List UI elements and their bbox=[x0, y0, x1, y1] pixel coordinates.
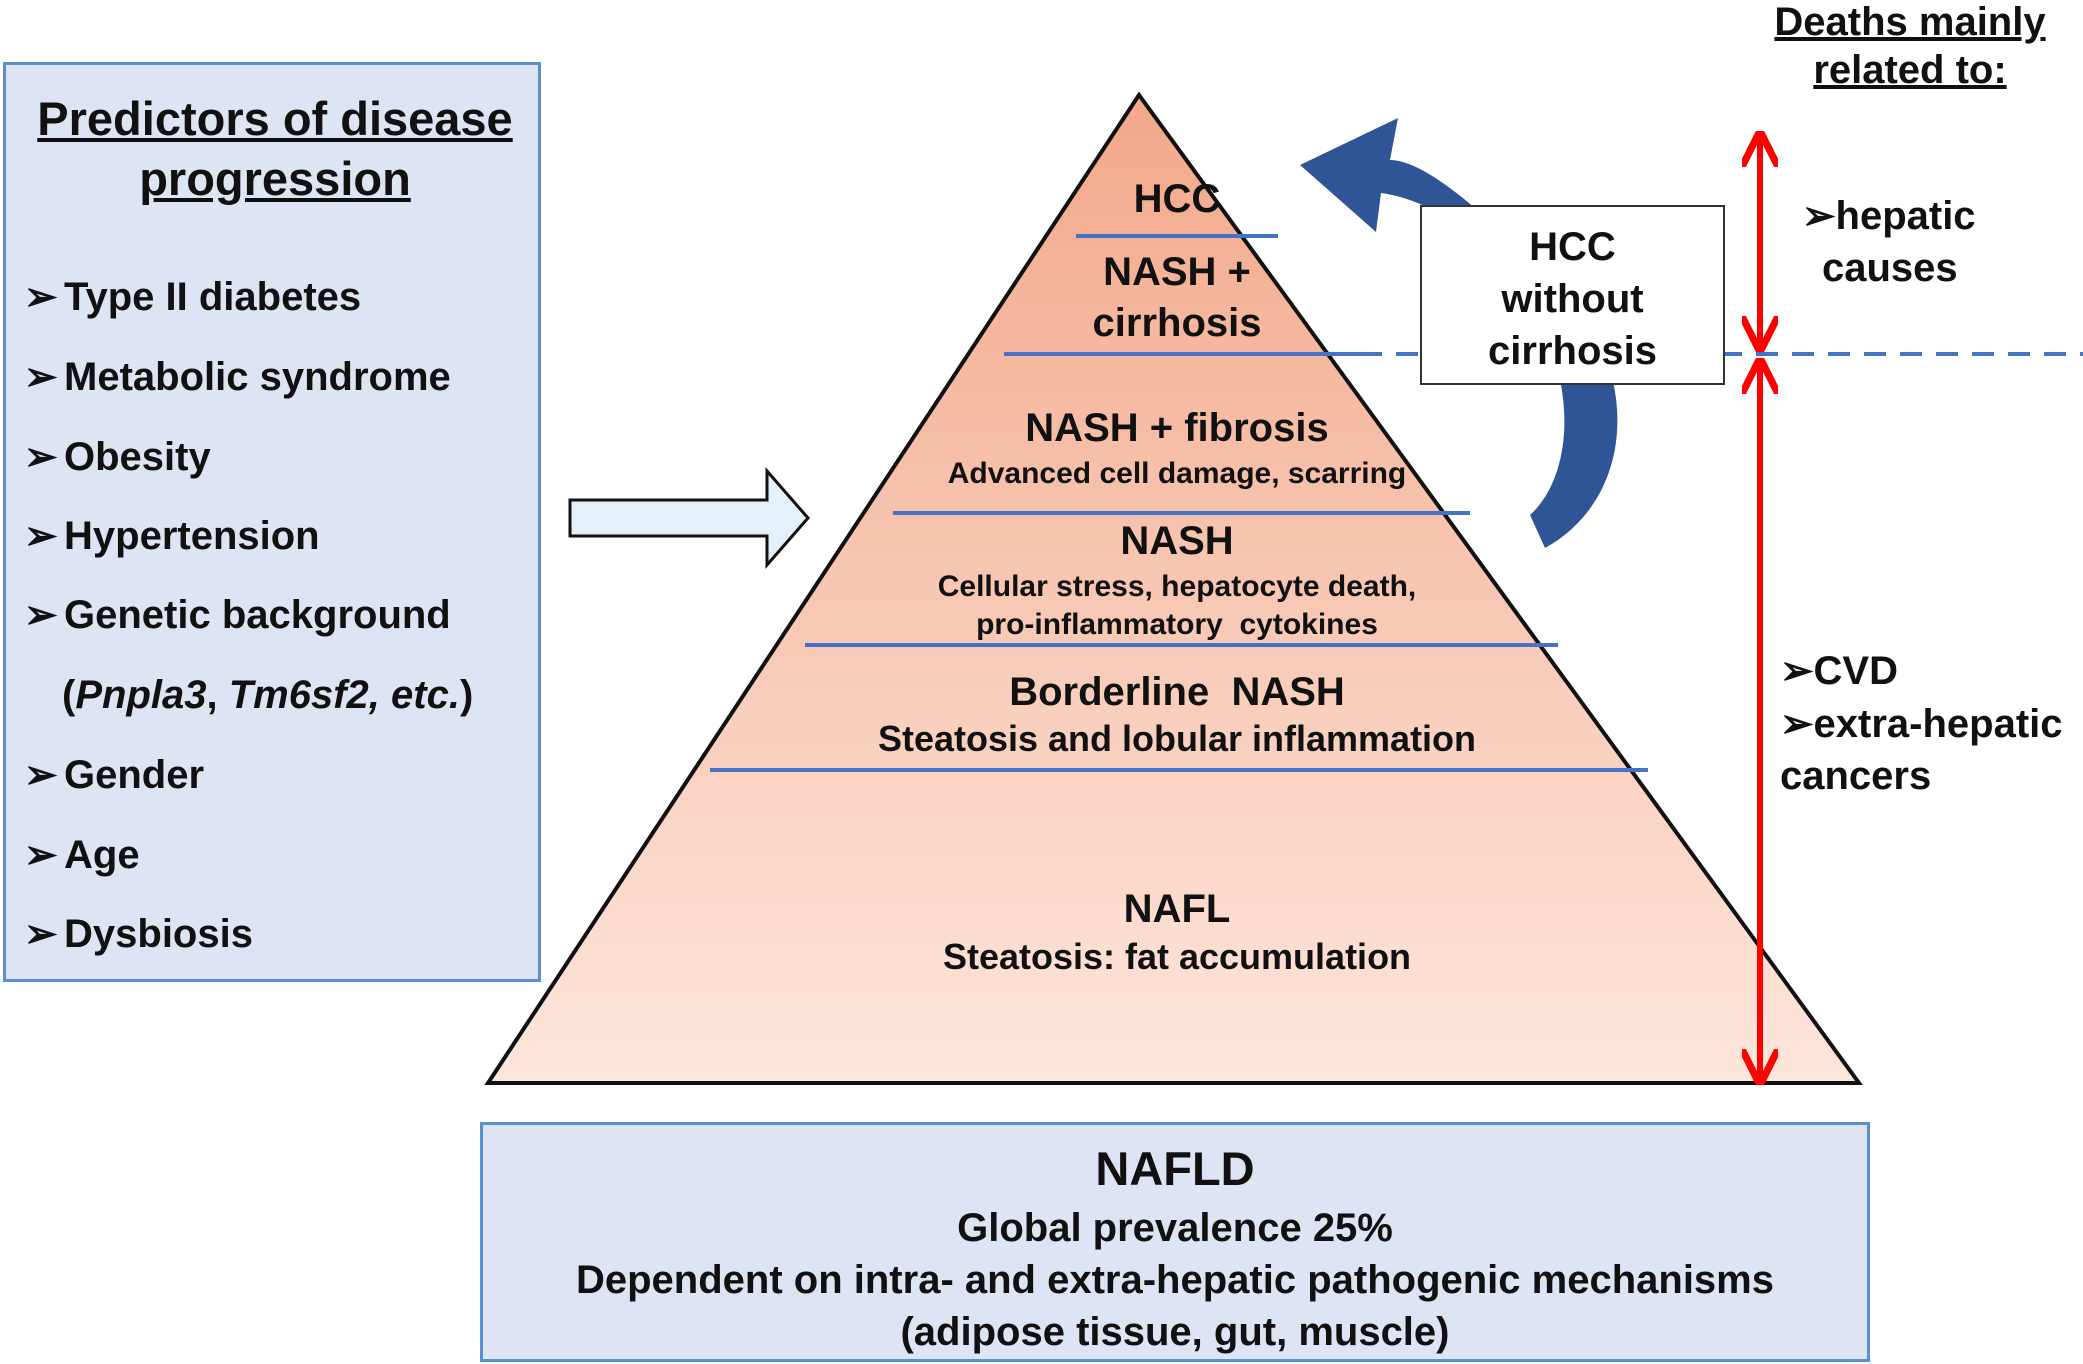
level-nash-cirrhosis-title: NASH + bbox=[1103, 250, 1251, 294]
gene-pnpla3: Pnpla3 bbox=[75, 673, 207, 717]
predictor-item: ➢Metabolic syndrome bbox=[24, 353, 451, 401]
arrow-bullet-icon: ➢ bbox=[24, 593, 58, 637]
predictors-title-line1: Predictors of disease bbox=[37, 92, 513, 145]
predictor-label: Type II diabetes bbox=[64, 275, 362, 319]
predictor-item: ➢Age bbox=[24, 831, 140, 879]
level-nash-title: NASH bbox=[1120, 519, 1233, 563]
arrow-bullet-icon: ➢ bbox=[24, 912, 58, 956]
nafld-mechanisms: Dependent on intra- and extra-hepatic pa… bbox=[575, 1258, 1774, 1302]
predictors-title-line2: progression bbox=[139, 152, 411, 205]
nafld-panel: NAFLD Global prevalence 25% Dependent on… bbox=[480, 1122, 1870, 1362]
level-borderline-nash-subtitle: Steatosis and lobular inflammation bbox=[878, 718, 1476, 759]
arrow-bullet-icon: ➢ bbox=[24, 435, 58, 479]
predictor-item: ➢Hypertension bbox=[24, 512, 320, 560]
level-nash-subtitle: Cellular stress, hepatocyte death, bbox=[938, 570, 1417, 603]
predictor-label: Hypertension bbox=[64, 514, 320, 558]
arrow-bullet-icon: ➢ bbox=[24, 833, 58, 877]
deaths-title-line2: related to: bbox=[1813, 48, 2007, 92]
predictor-item: ➢Genetic background bbox=[24, 591, 451, 639]
level-nash-fibrosis-title: NASH + fibrosis bbox=[1025, 406, 1328, 450]
genetic-genes-note: (Pnpla3, Tm6sf2, etc.) bbox=[62, 673, 474, 717]
deaths-title-line1: Deaths mainly bbox=[1774, 0, 2046, 44]
gene-tm6sf2: Tm6sf2, etc. bbox=[228, 673, 460, 717]
nafld-pyramid bbox=[484, 91, 1863, 1085]
predictor-label: Obesity bbox=[64, 435, 211, 479]
hcc-nocirr-line1: HCC bbox=[1529, 225, 1616, 269]
hcc-nocirr-line3: cirrhosis bbox=[1488, 329, 1657, 373]
level-nash-cirrhosis-subtitle: cirrhosis bbox=[1093, 301, 1262, 345]
predictor-label: Age bbox=[64, 833, 140, 877]
hepatic-causes-label-line2: causes bbox=[1822, 246, 1958, 290]
nafld-prevalence: Global prevalence 25% bbox=[957, 1206, 1393, 1250]
hcc-nocirr-line2: without bbox=[1501, 277, 1644, 321]
cvd-label: ➢CVD bbox=[1780, 649, 1898, 693]
predictors-panel: Predictors of disease progression ➢Type … bbox=[3, 62, 541, 982]
deaths-title: Deaths mainly related to: bbox=[1740, 0, 2080, 94]
extra-hepatic-label-line1: ➢extra-hepatic bbox=[1780, 702, 2063, 746]
level-nafl-subtitle: Steatosis: fat accumulation bbox=[943, 936, 1411, 977]
hepatic-causes-label-line1: ➢hepatic bbox=[1802, 194, 1976, 238]
predictor-item: ➢Gender bbox=[24, 751, 204, 799]
arrow-bullet-icon: ➢ bbox=[24, 753, 58, 797]
predictor-label: Genetic background bbox=[64, 593, 451, 637]
hcc-without-cirrhosis-box: HCC without cirrhosis bbox=[1420, 205, 1725, 385]
predictor-label: Metabolic syndrome bbox=[64, 355, 451, 399]
arrow-bullet-icon: ➢ bbox=[24, 514, 58, 558]
predictor-item: ➢Type II diabetes bbox=[24, 273, 361, 321]
nafld-tissues: (adipose tissue, gut, muscle) bbox=[900, 1310, 1450, 1354]
right-arrow-icon bbox=[568, 466, 810, 570]
arrow-bullet-icon: ➢ bbox=[24, 275, 58, 319]
predictor-label: Dysbiosis bbox=[64, 912, 253, 956]
level-borderline-nash-title: Borderline NASH bbox=[1009, 670, 1345, 714]
arrow-bullet-icon: ➢ bbox=[24, 355, 58, 399]
level-hcc-title: HCC bbox=[1134, 177, 1221, 221]
extra-hepatic-label-line2: cancers bbox=[1780, 754, 1932, 798]
predictor-item: ➢Obesity bbox=[24, 433, 211, 481]
level-nash-fibrosis-subtitle: Advanced cell damage, scarring bbox=[948, 457, 1407, 490]
nafld-title: NAFLD bbox=[1095, 1142, 1255, 1195]
predictor-item: ➢Dysbiosis bbox=[24, 910, 253, 958]
level-nafl-title: NAFL bbox=[1124, 887, 1231, 931]
predictor-label: Gender bbox=[64, 753, 205, 797]
predictors-title: Predictors of disease progression bbox=[6, 89, 544, 209]
level-nash-subtitle2: pro-inflammatory cytokines bbox=[976, 608, 1378, 641]
